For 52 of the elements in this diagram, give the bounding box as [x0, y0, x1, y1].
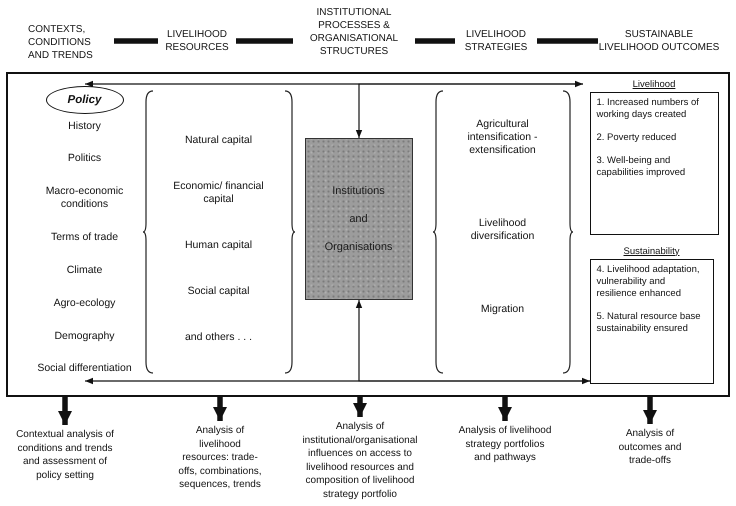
list-item: Livelihood diversification [470, 216, 536, 242]
arrow [85, 378, 590, 384]
outcome-item: 4. Livelihood adaptation, vulnerability and resilience enhanced [596, 264, 700, 300]
arrow [643, 397, 657, 424]
list-item: Migration [480, 302, 524, 316]
stage-heading: LIVELIHOOD STRATEGIES [464, 28, 528, 54]
arrow [356, 83, 583, 138]
connector-bar [236, 38, 293, 44]
arrow [356, 300, 590, 382]
outcome-heading: Sustainability [624, 244, 680, 258]
box-label: and [349, 212, 368, 224]
arrow [85, 80, 583, 88]
list-item: Agricultural intensification - extensification [466, 118, 539, 156]
factor-item: Terms of trade [50, 231, 118, 244]
factor-item: History [68, 120, 101, 132]
stage-heading: LIVELIHOOD RESOURCES [164, 28, 230, 54]
connector-bar [114, 38, 158, 44]
box-label: Institutions [332, 184, 385, 196]
stage-heading: SUSTAINABLE LIVELIHOOD OUTCOMES [598, 28, 720, 54]
outcome-heading: Livelihood [632, 78, 676, 92]
outcome-item: 2. Poverty reduced [596, 132, 678, 144]
connector-bar [537, 38, 598, 44]
framework-panel [6, 72, 730, 397]
factor-item: Agro-ecology [54, 296, 116, 310]
analysis-note: Analysis of livelihood resources: trade-offs, combinations, sequences, trends [175, 424, 265, 496]
factor-item: Social differentiation [37, 362, 132, 376]
institutions-box [304, 138, 412, 300]
analysis-note: Analysis of livelihood strategy portfolios and pathways [456, 424, 554, 484]
box-label: Organisations [324, 240, 392, 252]
stage-heading: INSTITUTIONAL PROCESSES & ORGANISATIONAL STRUCTURES [308, 6, 400, 58]
analysis-note: Analysis of outcomes and trade-offs [608, 427, 692, 471]
arrow [498, 397, 512, 421]
analysis-note: Contextual analysis of conditions and trends and assessment of policy setting [13, 428, 117, 500]
connector-bar [415, 38, 455, 44]
arrow [58, 397, 72, 425]
outcome-item: 3. Well-being and capabilities improved [596, 154, 686, 178]
arrow [213, 397, 227, 421]
list-item: Social capital [188, 284, 250, 298]
analysis-note: Analysis of institutional/organisational influences on access to livelihood resources and composition of livelihood strategy portfolio [289, 420, 431, 504]
factor-item: Climate [66, 264, 102, 277]
factor-item: Macro-economic conditions [44, 185, 124, 212]
factor-item: Demography [54, 330, 115, 343]
list-item: and others . . . [184, 330, 252, 344]
list-item: Human capital [184, 238, 252, 252]
arrow [353, 397, 367, 417]
ellipse-label: Policy [68, 94, 102, 106]
list-item: Natural capital [184, 134, 252, 146]
outcome-item: 1. Increased numbers of working days created [596, 96, 700, 120]
list-item: Economic/ financial capital [172, 180, 265, 206]
outcome-item: 5. Natural resource base sustainability ensured [596, 310, 702, 334]
factor-item: Politics [68, 152, 102, 166]
stage-heading: CONTEXTS, CONDITIONS AND TRENDS [28, 22, 94, 62]
